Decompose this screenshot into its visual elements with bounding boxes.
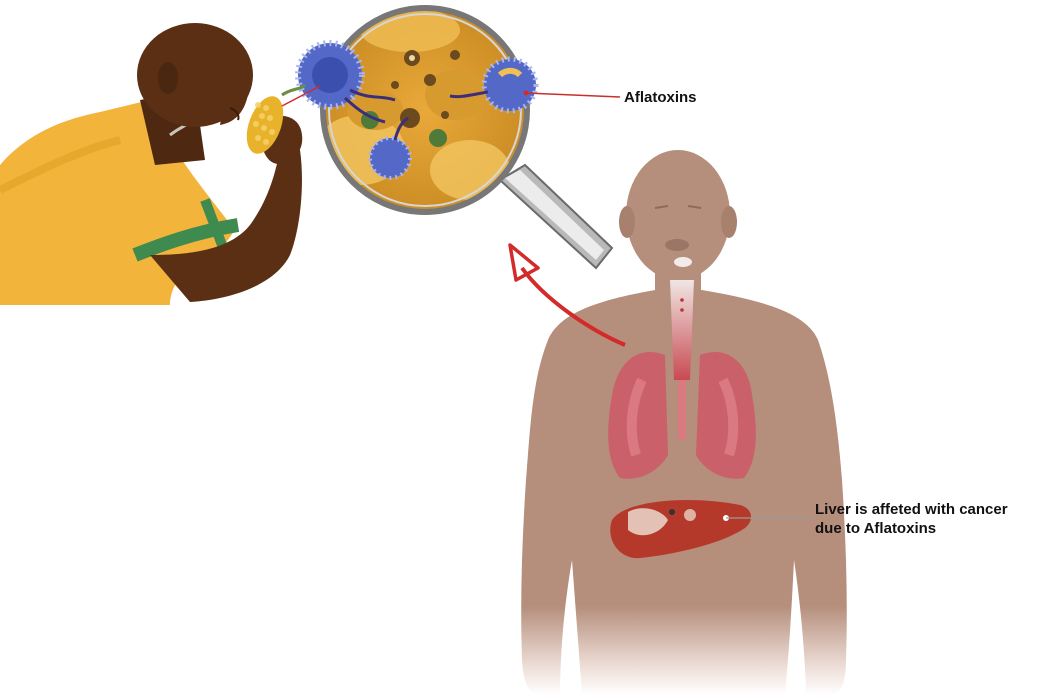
- aflatoxin-leader-line: [526, 93, 620, 97]
- man-eating-corn: [0, 23, 302, 305]
- liver-label-line1: Liver is affeted with cancer: [815, 500, 1008, 519]
- throat-esophagus: [670, 280, 694, 380]
- aflatoxins-label: Aflatoxins: [624, 88, 697, 107]
- aflatoxin-pointer-dot: [524, 91, 529, 96]
- liver-label-line2: due to Aflatoxins: [815, 519, 1008, 538]
- magnifying-glass: [315, 8, 612, 268]
- liver-cancer-label: Liver is affeted with cancer due to Afla…: [815, 500, 1008, 538]
